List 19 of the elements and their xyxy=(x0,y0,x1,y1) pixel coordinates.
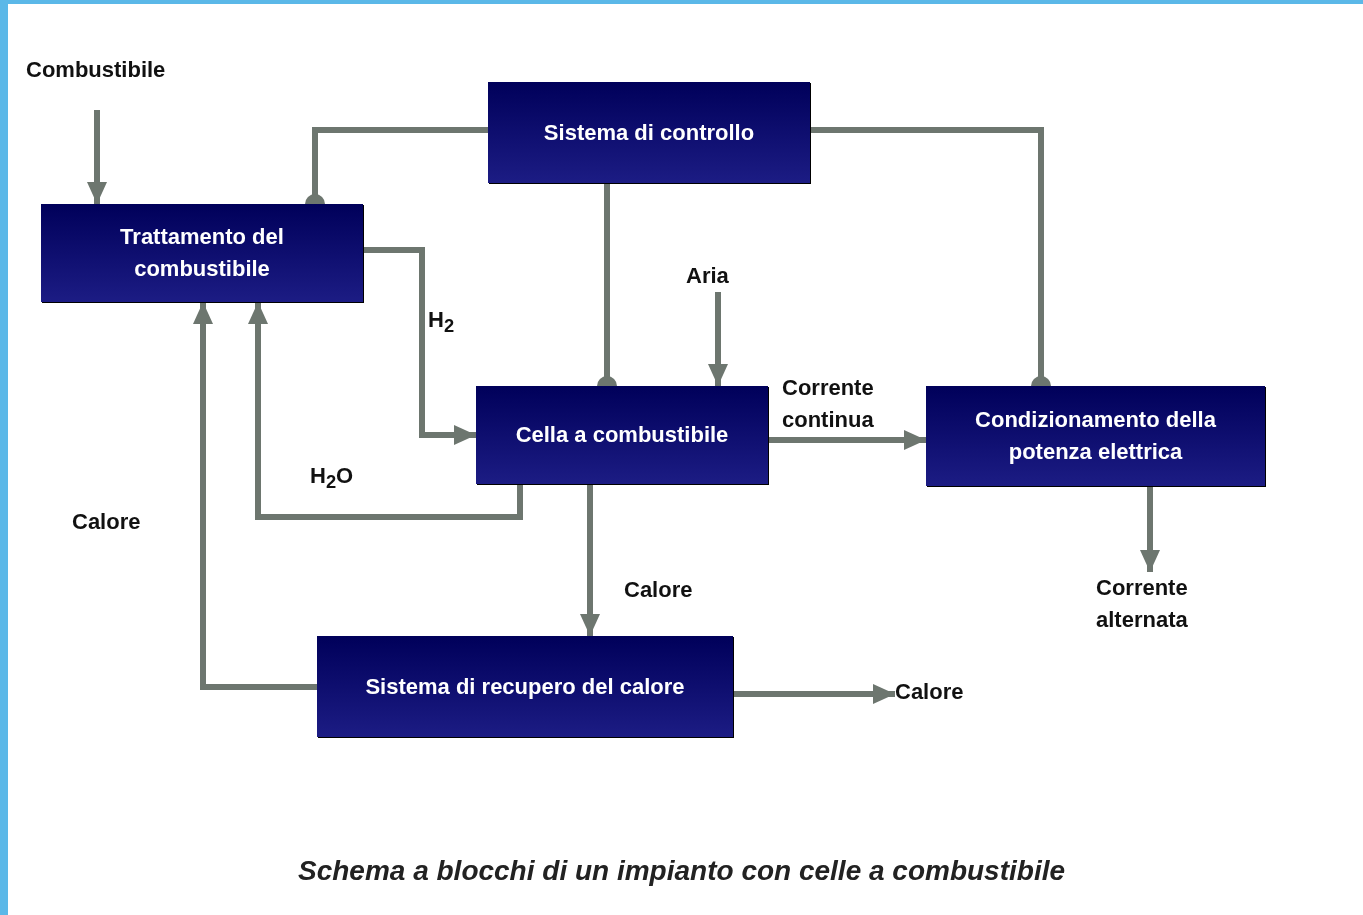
process-block: Trattamento del combustibile xyxy=(41,204,363,302)
process-block: Condizionamento della potenza elettrica xyxy=(926,386,1265,486)
flow-label: Calore xyxy=(895,676,987,708)
flow-arrow xyxy=(768,430,926,450)
flow-label: Combustibile xyxy=(26,54,206,110)
process-block: Cella a combustibile xyxy=(476,386,768,484)
flow-label: Corrente alternata xyxy=(1096,572,1216,636)
flow-arrow xyxy=(363,247,476,445)
process-block: Sistema di recupero del calore xyxy=(317,636,733,737)
flow-arrow xyxy=(708,292,728,386)
flow-arrow xyxy=(1140,486,1160,572)
flow-arrow xyxy=(87,110,107,204)
flow-label: Aria xyxy=(686,260,750,292)
flow-arrow xyxy=(733,684,895,704)
flow-arrow xyxy=(580,484,600,636)
process-block: Sistema di controllo xyxy=(488,82,810,183)
caption: Schema a blocchi di un impianto con celle a combustibile xyxy=(297,855,1066,886)
flow-arrow xyxy=(193,302,317,690)
flow-arrow xyxy=(248,302,523,520)
